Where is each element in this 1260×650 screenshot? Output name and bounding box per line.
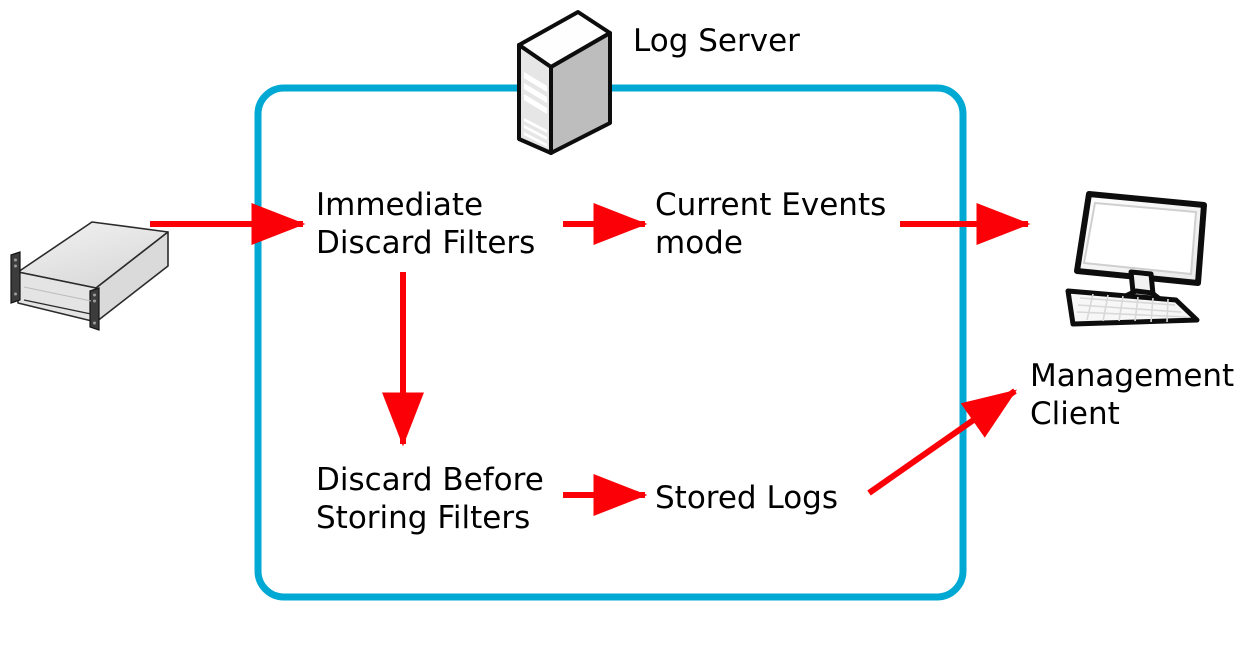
label-current-events-mode: Current Events mode	[655, 187, 887, 261]
arrow-stored-logs-to-management-client	[867, 388, 1017, 496]
label-log-server: Log Server	[633, 23, 800, 59]
rack-appliance-icon	[10, 221, 169, 331]
label-stored-logs: Stored Logs	[655, 480, 838, 516]
server-tower-icon	[517, 10, 612, 155]
desktop-computer-icon	[1065, 191, 1207, 327]
label-discard-before-storing-filters: Discard Before Storing Filters	[316, 462, 544, 536]
label-immediate-discard-filters: Immediate Discard Filters	[316, 187, 536, 261]
label-management-client: Management Client	[1030, 358, 1235, 432]
